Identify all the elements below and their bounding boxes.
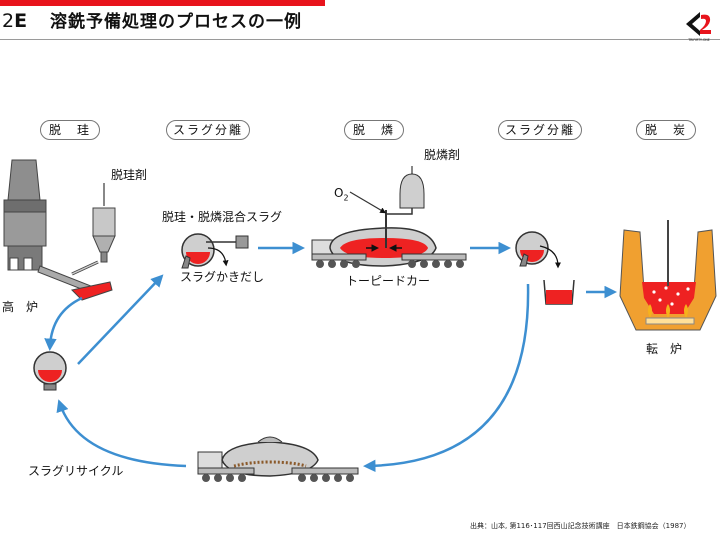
slide-number: 2E [2,10,28,32]
label-skimming: スラグかきだし [180,270,265,284]
title-divider [0,39,720,40]
title-accent-bar [0,0,325,6]
label-oxygen: O2 [334,186,349,203]
logo-caption: TRIFIRTY-ONE [687,38,710,42]
label-blast-furnace: 高 炉 [2,300,39,314]
step-slag-separation-1: スラグ分離 [166,120,250,140]
slag-skimmer-ladle-2 [515,231,575,305]
label-converter: 転 炉 [646,342,683,356]
desiliconizer-hopper [71,183,116,276]
arrow-to-ladle [44,296,83,351]
label-torpedo-car: トーピードカー [346,274,431,288]
slag-recycle-car [197,436,359,482]
source-citation: 出典：山本, 第116･117回西山記念技術講座 日本鉄鋼協会（1987） [470,522,691,530]
flow-arrows [44,241,617,473]
arrow-to-slag-car [363,283,530,473]
recycle-ladle [33,351,67,391]
step-desiliconization: 脱 珪 [40,120,100,140]
step-slag-separation-2: スラグ分離 [498,120,582,140]
page-title: 溶銑予備処理のプロセスの一例 [50,12,302,32]
label-slag-recycle: スラグリサイクル [28,464,124,478]
step-decarburization: 脱 炭 [636,120,696,140]
converter [619,220,717,331]
logo-icon: TRIFIRTY-ONE [686,12,711,42]
label-dephosphorizer: 脱燐剤 [424,148,461,162]
iron-runner [70,281,113,301]
label-desiliconizer: 脱珪剤 [111,168,148,182]
arrow-to-skimming [77,274,164,365]
arrow-to-recycle-ladle [56,399,187,468]
blast-furnace [3,159,97,295]
label-mixed-slag: 脱珪・脱燐混合スラグ [162,210,283,224]
dephosphorizer-tank [349,166,425,248]
slag-skimmer-ladle [181,233,249,269]
step-dephosphorization: 脱 燐 [344,120,404,140]
torpedo-car [311,227,467,268]
